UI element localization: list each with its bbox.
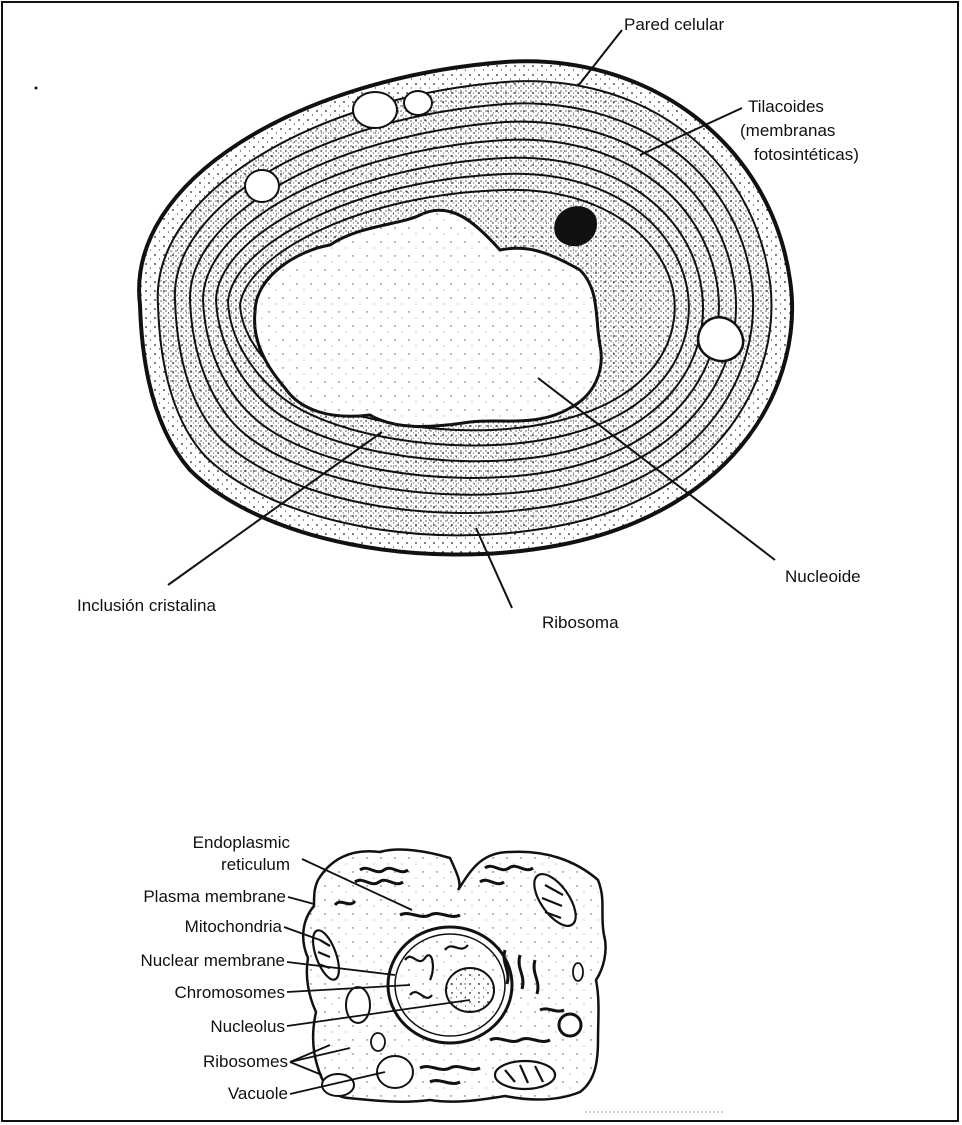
label-nuclear-membrane: Nuclear membrane <box>140 950 285 971</box>
label-vacuole: Vacuole <box>228 1083 288 1104</box>
label-mitochondria: Mitochondria <box>185 916 282 937</box>
label-thylakoids-line1: Tilacoides <box>748 96 824 118</box>
label-ribosome: Ribosoma <box>542 612 619 634</box>
vesicle-3 <box>559 1014 581 1036</box>
granule-1 <box>353 92 397 128</box>
label-chromosomes: Chromosomes <box>174 982 285 1003</box>
label-cell-wall: Pared celular <box>624 14 724 36</box>
granule-3 <box>245 170 279 202</box>
label-er-line2: reticulum <box>221 854 290 875</box>
label-ribosomes: Ribosomes <box>203 1051 288 1072</box>
label-plasma-membrane: Plasma membrane <box>143 886 286 907</box>
label-crystal-inclusion: Inclusión cristalina <box>77 595 216 617</box>
label-nucleolus: Nucleolus <box>210 1016 285 1037</box>
vacuole-right <box>698 317 743 361</box>
label-thylakoids-line2: (membranas <box>740 120 835 142</box>
label-nucleoid: Nucleoide <box>785 566 861 588</box>
label-thylakoids-line3: fotosintéticas) <box>754 144 859 166</box>
prokaryote-cell <box>139 61 792 554</box>
label-er-line1: Endoplasmic <box>193 832 290 853</box>
granule-2 <box>404 91 432 115</box>
eukaryote-cell <box>303 850 605 1102</box>
nucleolus-shape <box>446 968 494 1012</box>
vesicle-4 <box>371 1033 385 1051</box>
vesicle-5 <box>573 963 583 981</box>
